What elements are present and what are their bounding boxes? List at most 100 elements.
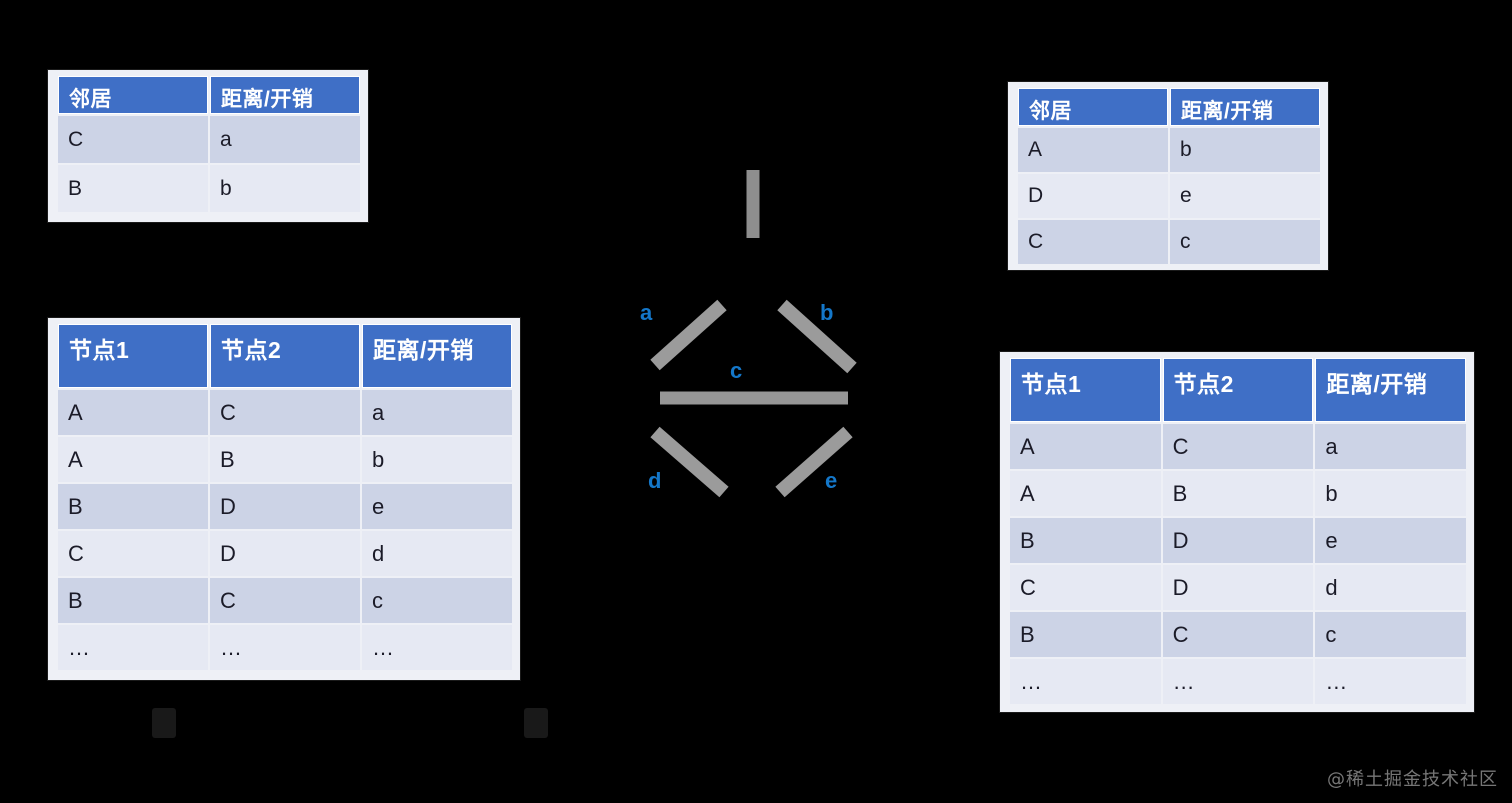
cell-cost: b (1170, 128, 1320, 172)
edge-table-left: 节点1 节点2 距离/开销 A C a A B b B D (48, 318, 520, 680)
table-header: 邻居 距离/开销 (58, 76, 360, 114)
column-header-cost: 距离/开销 (362, 324, 512, 388)
table-row: B D e (58, 484, 512, 529)
header-row: 邻居 距离/开销 (1018, 88, 1320, 126)
artifact-right (524, 708, 548, 738)
artifact-left (152, 708, 176, 738)
cell-node2: D (1162, 518, 1314, 563)
cell-node2: B (1162, 471, 1314, 516)
cell-node1: A (58, 437, 208, 482)
column-header-node1: 节点1 (58, 324, 208, 388)
column-header-cost: 距离/开销 (210, 76, 360, 114)
cell-node2: C (210, 578, 360, 623)
table-row: A C a (58, 390, 512, 435)
cell-cost: … (362, 625, 512, 670)
cell-cost: a (362, 390, 512, 435)
cell-cost: d (1315, 565, 1466, 610)
column-header-cost: 距离/开销 (1315, 358, 1466, 422)
cell-node2: D (210, 484, 360, 529)
neighbor-table-right: 邻居 距离/开销 A b D e C c (1008, 82, 1328, 270)
table-row: A B b (1010, 471, 1466, 516)
table-row: B C c (1010, 612, 1466, 657)
cell-cost: c (1315, 612, 1466, 657)
table-row: C c (1018, 220, 1320, 264)
cell-node2: … (1162, 659, 1314, 704)
cell-node1: B (58, 578, 208, 623)
header-row: 节点1 节点2 距离/开销 (1010, 358, 1466, 422)
edge-table-left-grid: 节点1 节点2 距离/开销 A C a A B b B D (56, 322, 514, 672)
cell-node1: B (58, 484, 208, 529)
cell-cost: a (1315, 424, 1466, 469)
cell-node1: B (1010, 518, 1161, 563)
table-row: B b (58, 165, 360, 212)
graph-edge-b (777, 299, 857, 374)
table-header: 邻居 距离/开销 (1018, 88, 1320, 126)
neighbor-table-right-grid: 邻居 距离/开销 A b D e C c (1016, 86, 1322, 266)
table-row: A C a (1010, 424, 1466, 469)
cell-node1: A (1010, 424, 1161, 469)
header-row: 邻居 距离/开销 (58, 76, 360, 114)
header-row: 节点1 节点2 距离/开销 (58, 324, 512, 388)
neighbor-table-left-grid: 邻居 距离/开销 C a B b (56, 74, 362, 214)
table-row: A B b (58, 437, 512, 482)
graph-diagram: a b c d e (620, 160, 890, 510)
cell-node1: … (1010, 659, 1161, 704)
cell-cost: e (1170, 174, 1320, 218)
column-header-neighbor: 邻居 (1018, 88, 1168, 126)
cell-cost: … (1315, 659, 1466, 704)
cell-node1: C (58, 531, 208, 576)
cell-cost: a (210, 116, 360, 163)
cell-node1: … (58, 625, 208, 670)
table-row: B D e (1010, 518, 1466, 563)
cell-node2: B (210, 437, 360, 482)
cell-cost: c (1170, 220, 1320, 264)
table-body: C a B b (58, 116, 360, 212)
column-header-node2: 节点2 (1162, 358, 1314, 422)
graph-label-a: a (640, 300, 653, 325)
graph-label-e: e (825, 468, 838, 493)
table-body: A b D e C c (1018, 128, 1320, 264)
cell-neighbor: D (1018, 174, 1168, 218)
graph-label-b: b (820, 300, 834, 325)
graph-edges-svg (650, 170, 857, 498)
cell-cost: d (362, 531, 512, 576)
table-row: D e (1018, 174, 1320, 218)
table-row: B C c (58, 578, 512, 623)
cell-neighbor: B (58, 165, 208, 212)
cell-neighbor: A (1018, 128, 1168, 172)
graph-label-c: c (730, 358, 743, 383)
graph-label-d: d (648, 468, 662, 493)
cell-cost: b (362, 437, 512, 482)
cell-node1: A (1010, 471, 1161, 516)
cell-cost: b (1315, 471, 1466, 516)
table-row: … … … (58, 625, 512, 670)
cell-node2: D (210, 531, 360, 576)
cell-node2: C (210, 390, 360, 435)
cell-cost: b (210, 165, 360, 212)
cell-neighbor: C (1018, 220, 1168, 264)
graph-edge-d (650, 426, 729, 498)
table-row: A b (1018, 128, 1320, 172)
table-row: … … … (1010, 659, 1466, 704)
column-header-neighbor: 邻居 (58, 76, 208, 114)
edge-table-right-grid: 节点1 节点2 距离/开销 A C a A B b B D (1008, 356, 1468, 706)
table-row: C D d (58, 531, 512, 576)
column-header-cost: 距离/开销 (1170, 88, 1320, 126)
cell-cost: c (362, 578, 512, 623)
graph-edge-e (775, 426, 853, 498)
table-body: A C a A B b B D e C D d (58, 390, 512, 670)
cell-node1: C (1010, 565, 1161, 610)
table-body: A C a A B b B D e C D d (1010, 424, 1466, 704)
table-row: C a (58, 116, 360, 163)
neighbor-table-left: 邻居 距离/开销 C a B b (48, 70, 368, 222)
watermark: @稀土掘金技术社区 (1327, 769, 1498, 790)
table-header: 节点1 节点2 距离/开销 (58, 324, 512, 388)
cell-node1: A (58, 390, 208, 435)
cell-node2: C (1162, 612, 1314, 657)
cell-neighbor: C (58, 116, 208, 163)
cell-cost: e (362, 484, 512, 529)
table-row: C D d (1010, 565, 1466, 610)
table-header: 节点1 节点2 距离/开销 (1010, 358, 1466, 422)
cell-node2: … (210, 625, 360, 670)
column-header-node2: 节点2 (210, 324, 360, 388)
